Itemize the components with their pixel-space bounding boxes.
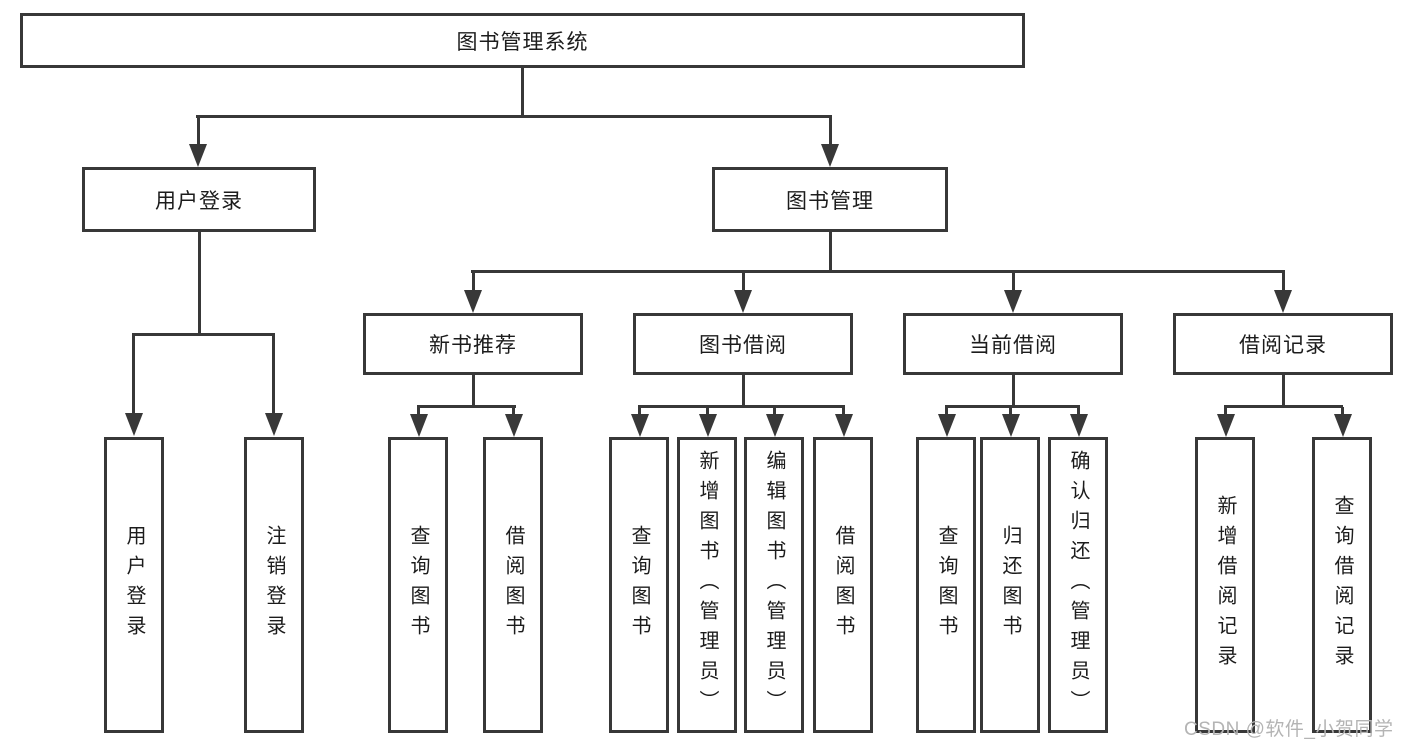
leaf-records-query: 查询借阅记录 — [1312, 437, 1372, 733]
connector-line — [417, 407, 420, 415]
arrow-down-icon — [821, 144, 839, 167]
connector-line — [741, 375, 745, 407]
arrow-down-icon — [1004, 290, 1022, 313]
arrow-down-icon — [464, 290, 482, 313]
connector-line — [132, 335, 135, 413]
leaf-borrow-book: 借阅图书 — [813, 437, 873, 733]
connector-line — [741, 272, 745, 291]
connector-line — [638, 405, 845, 408]
connector-line — [512, 407, 515, 415]
leaf-records-add: 新增借阅记录 — [1195, 437, 1255, 733]
node-new-book-recommend-label: 新书推荐 — [429, 334, 517, 357]
connector-line — [638, 407, 641, 415]
connector-line — [196, 115, 832, 118]
leaf-borrow-query-label: 查询图书 — [628, 525, 650, 645]
connector-line — [417, 405, 516, 408]
connector-line — [706, 407, 709, 415]
connector-line — [1281, 272, 1285, 291]
connector-line — [828, 117, 832, 144]
connector-line — [272, 335, 275, 413]
arrow-down-icon — [1333, 414, 1352, 437]
leaf-newbook-query-label: 查询图书 — [407, 525, 429, 645]
node-book-management: 图书管理 — [712, 167, 948, 232]
leaf-current-confirm-admin-label: 确认归还（管理员） — [1067, 450, 1089, 720]
connector-line — [773, 407, 776, 415]
connector-line — [471, 375, 475, 407]
node-borrow-records: 借阅记录 — [1173, 313, 1393, 375]
node-book-borrow: 图书借阅 — [633, 313, 853, 375]
connector-line — [471, 270, 1285, 273]
connector-line — [132, 333, 275, 336]
arrow-down-icon — [834, 414, 853, 437]
leaf-borrow-edit-admin-label: 编辑图书（管理员） — [763, 450, 785, 720]
leaf-current-query-label: 查询图书 — [935, 525, 957, 645]
connector-line — [196, 117, 200, 144]
node-book-borrow-label: 图书借阅 — [699, 334, 787, 357]
arrow-down-icon — [1069, 414, 1088, 437]
arrow-down-icon — [765, 414, 784, 437]
leaf-borrow-book-label: 借阅图书 — [832, 525, 854, 645]
leaf-current-return-label: 归还图书 — [999, 525, 1021, 645]
arrow-down-icon — [189, 144, 207, 167]
leaf-borrow-add-admin: 新增图书（管理员） — [677, 437, 737, 733]
connector-line — [1077, 407, 1080, 415]
leaf-records-add-label: 新增借阅记录 — [1214, 495, 1236, 675]
connector-line — [471, 272, 475, 291]
leaf-current-return: 归还图书 — [980, 437, 1040, 733]
arrow-down-icon — [124, 413, 143, 436]
leaf-records-query-label: 查询借阅记录 — [1331, 495, 1353, 675]
arrow-down-icon — [630, 414, 649, 437]
connector-line — [1224, 407, 1227, 415]
leaf-logout: 注销登录 — [244, 437, 304, 733]
leaf-newbook-borrow-label: 借阅图书 — [502, 525, 524, 645]
node-root: 图书管理系统 — [20, 13, 1025, 68]
connector-line — [1009, 407, 1012, 415]
leaf-borrow-add-admin-label: 新增图书（管理员） — [696, 450, 718, 720]
leaf-newbook-query: 查询图书 — [388, 437, 448, 733]
connector-line — [1281, 375, 1285, 407]
connector-line — [1341, 407, 1344, 415]
arrow-down-icon — [1216, 414, 1235, 437]
node-root-label: 图书管理系统 — [456, 30, 589, 54]
node-current-borrow-label: 当前借阅 — [969, 334, 1057, 357]
node-book-management-label: 图书管理 — [786, 189, 874, 213]
leaf-user-login: 用户登录 — [104, 437, 164, 733]
leaf-current-confirm-admin: 确认归还（管理员） — [1048, 437, 1108, 733]
arrow-down-icon — [937, 414, 956, 437]
connector-line — [842, 407, 845, 415]
connector-line — [1224, 405, 1343, 408]
node-user-login: 用户登录 — [82, 167, 316, 232]
connector-line — [945, 407, 948, 415]
node-user-login-label: 用户登录 — [155, 189, 243, 213]
leaf-current-query: 查询图书 — [916, 437, 976, 733]
connector-line — [1011, 375, 1015, 407]
connector-line — [521, 68, 524, 117]
arrow-down-icon — [504, 414, 523, 437]
node-borrow-records-label: 借阅记录 — [1239, 334, 1327, 357]
leaf-logout-label: 注销登录 — [263, 525, 285, 645]
connector-line — [945, 405, 1080, 408]
connector-line — [197, 232, 201, 335]
leaf-borrow-query: 查询图书 — [609, 437, 669, 733]
arrow-down-icon — [409, 414, 428, 437]
leaf-user-login-label: 用户登录 — [123, 525, 145, 645]
node-new-book-recommend: 新书推荐 — [363, 313, 583, 375]
node-current-borrow: 当前借阅 — [903, 313, 1123, 375]
arrow-down-icon — [264, 413, 283, 436]
leaf-borrow-edit-admin: 编辑图书（管理员） — [744, 437, 804, 733]
csdn-watermark: CSDN @软件_小贺同学 — [1184, 719, 1394, 740]
arrow-down-icon — [1274, 290, 1292, 313]
arrow-down-icon — [734, 290, 752, 313]
connector-line — [828, 232, 832, 272]
arrow-down-icon — [698, 414, 717, 437]
leaf-newbook-borrow: 借阅图书 — [483, 437, 543, 733]
connector-line — [1011, 272, 1015, 291]
arrow-down-icon — [1001, 414, 1020, 437]
